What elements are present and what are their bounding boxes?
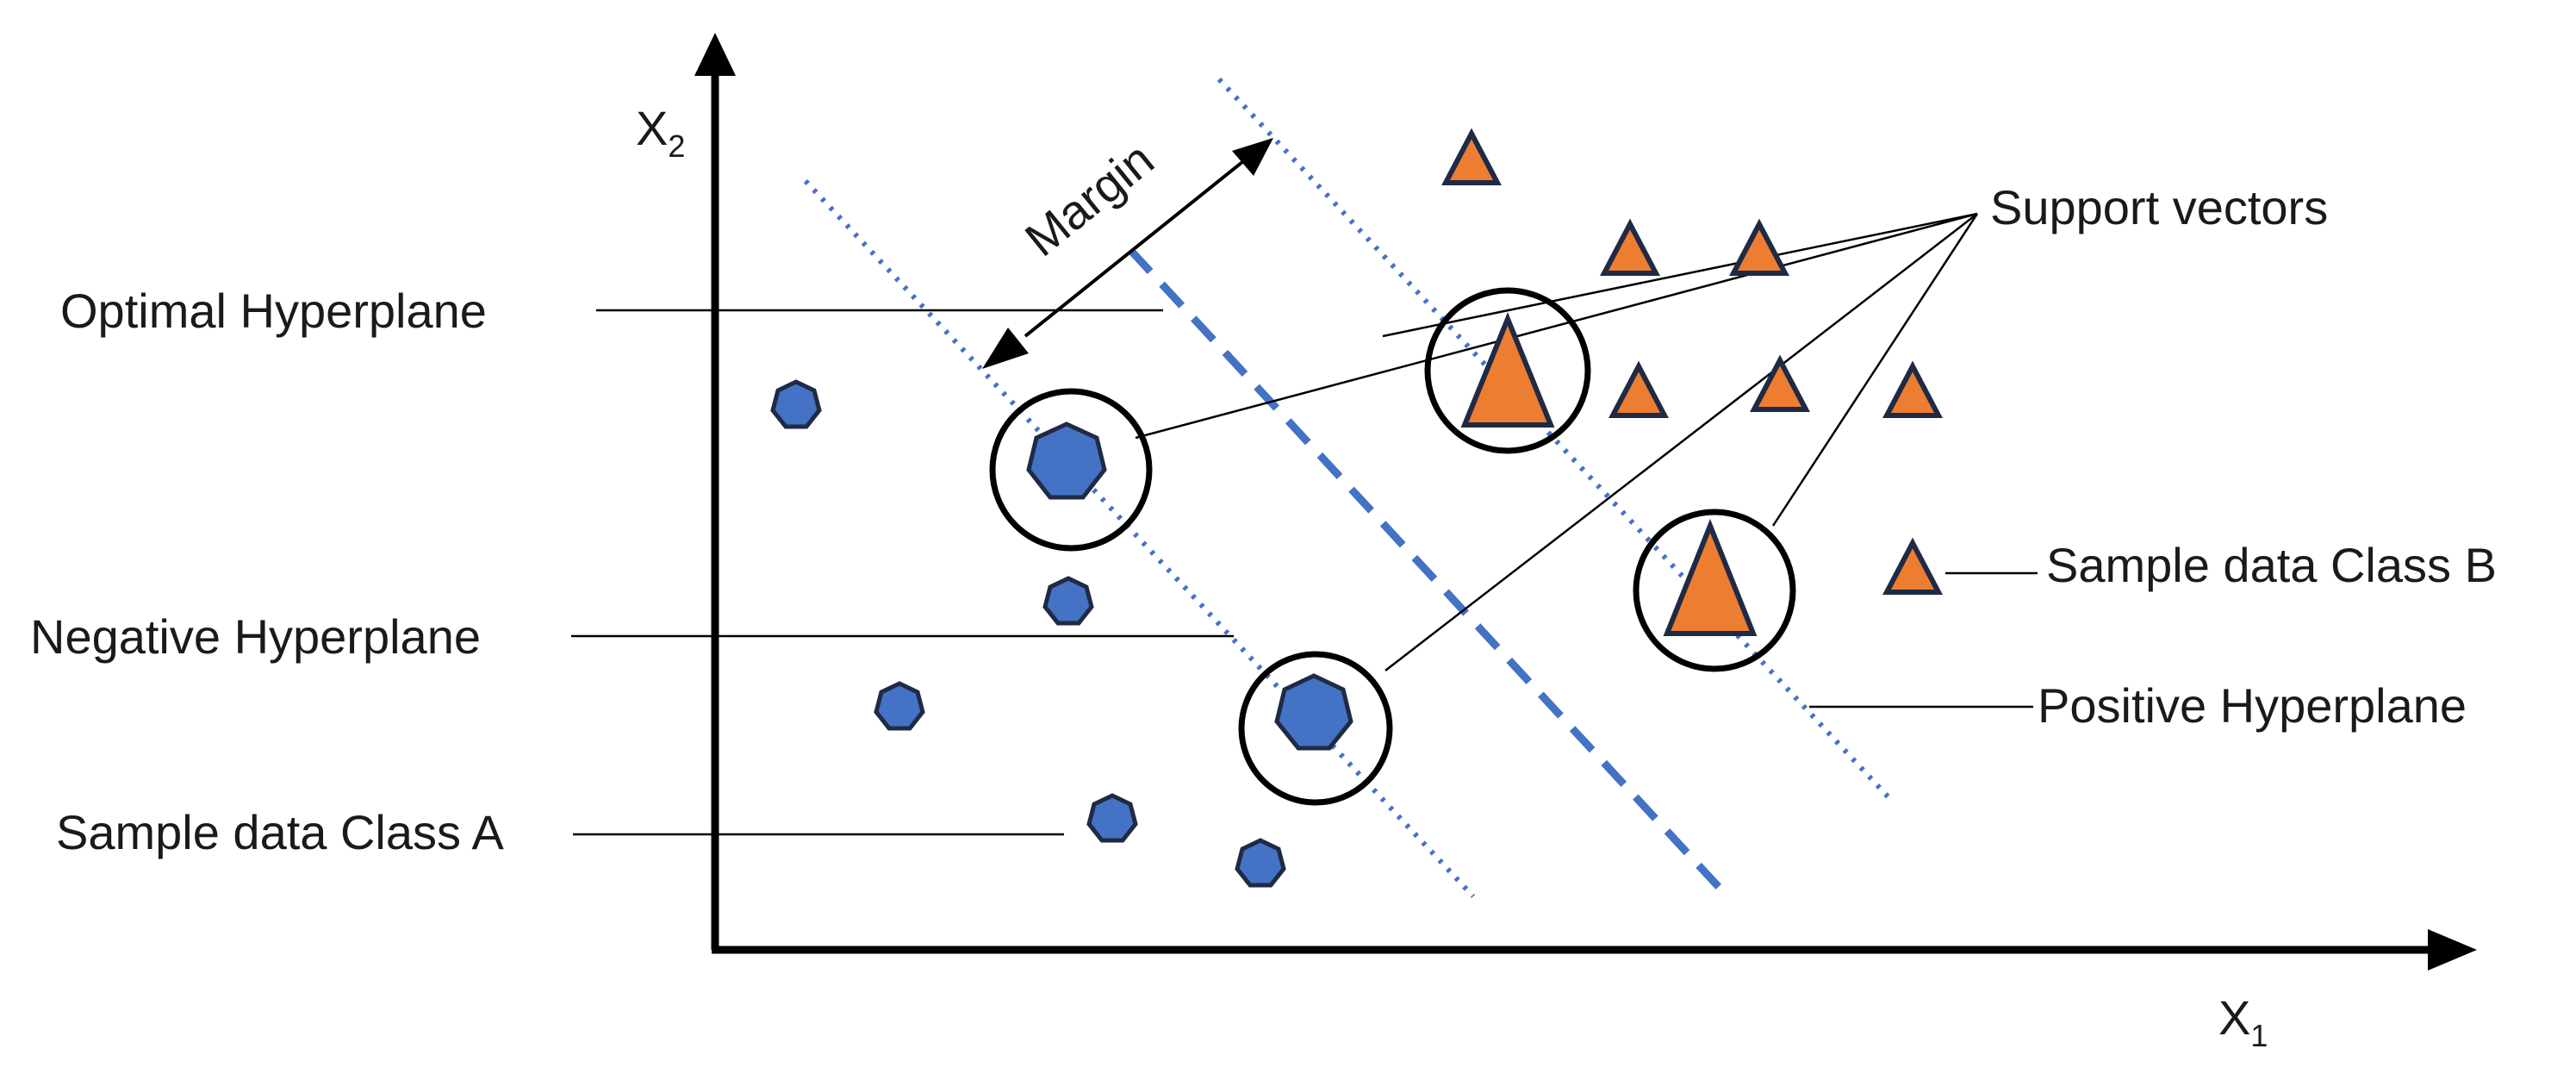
margin-arrow <box>982 138 1273 369</box>
support-vector-circles <box>989 287 1796 806</box>
x-axis-label: X1 <box>2218 990 2268 1053</box>
y-axis-arrowhead <box>694 33 736 76</box>
axes <box>694 33 2477 971</box>
positive-hyperplane-label: Positive Hyperplane <box>2038 678 2467 733</box>
class-b-support-vector <box>1460 312 1555 428</box>
support-vector-circle <box>1424 287 1591 454</box>
class-b-point <box>1441 128 1502 185</box>
support-leader-4 <box>1771 213 1979 527</box>
support-leader-2 <box>1382 212 1978 338</box>
sample-class-a-label: Sample data Class A <box>56 805 504 859</box>
class-b-points <box>1441 128 1943 636</box>
class-a-point <box>874 681 925 731</box>
class-a-point <box>1042 576 1094 626</box>
optimal-hyperplane-line <box>1127 247 1731 900</box>
support-vector-circle <box>1633 509 1796 672</box>
class-a-point <box>770 379 822 429</box>
y-axis-label: X2 <box>636 101 685 164</box>
support-vector-circle <box>989 388 1153 552</box>
margin-label: Margin <box>1015 132 1164 267</box>
leader-lines <box>571 212 2038 836</box>
class-b-point <box>1600 218 1660 276</box>
class-b-support-vector <box>1663 518 1758 636</box>
class-a-support-vector <box>1274 673 1353 751</box>
sample-class-b-label: Sample data Class B <box>2046 538 2497 592</box>
x-axis-arrowhead <box>2428 929 2477 971</box>
class-b-point <box>1729 218 1789 276</box>
class-b-point <box>1882 360 1943 418</box>
negative-hyperplane-label: Negative Hyperplane <box>30 609 481 664</box>
support-vectors-label: Support vectors <box>1990 180 2328 234</box>
class-a-support-vector <box>1026 421 1107 500</box>
class-a-points <box>770 379 1353 888</box>
class-a-point <box>1235 838 1286 888</box>
support-leader-1 <box>1135 212 1978 440</box>
support-vector-circle <box>1238 651 1393 806</box>
class-b-point <box>1608 360 1669 418</box>
optimal-hyperplane-label: Optimal Hyperplane <box>60 284 487 338</box>
class-b-point <box>1750 354 1810 412</box>
class-b-point <box>1882 537 1943 595</box>
support-leader-3 <box>1384 213 1978 671</box>
negative-hyperplane-line <box>803 178 1476 899</box>
class-a-point <box>1086 793 1138 843</box>
